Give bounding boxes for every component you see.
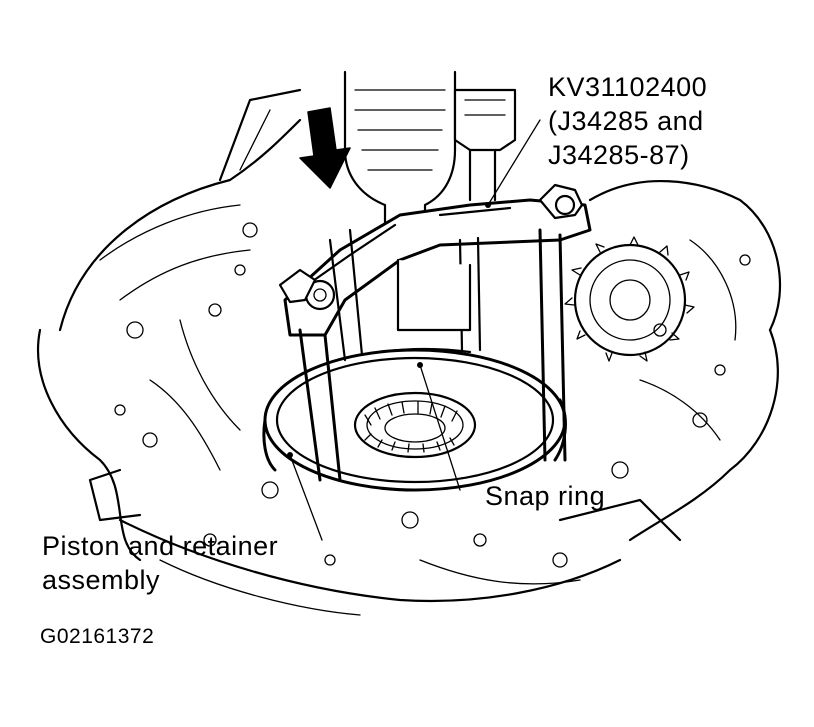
tool-number-line1: KV31102400 <box>548 72 708 102</box>
tool-number-line2: (J34285 and <box>548 106 704 136</box>
piston-retainer-label: Piston and retainer assembly <box>42 529 278 597</box>
piston-retainer-assembly-drawing <box>262 347 567 492</box>
side-gear <box>564 236 695 362</box>
down-arrow-icon <box>299 107 351 189</box>
piston-leader-line <box>289 454 323 541</box>
figure-id: G02161372 <box>40 625 155 648</box>
piston-retainer-line1: Piston and retainer <box>42 531 279 561</box>
piston-retainer-line2: assembly <box>42 565 161 595</box>
snap-ring-text: Snap ring <box>485 481 606 511</box>
leader-lines <box>287 119 541 541</box>
press-tool-crossbar <box>278 183 592 337</box>
tool-number-line3: J34285-87) <box>548 140 690 170</box>
transmission-housing <box>37 88 782 616</box>
snap-ring-label: Snap ring <box>485 479 605 513</box>
press-tool-shaft <box>343 70 517 227</box>
snap-ring-leader-line <box>419 364 461 491</box>
press-tool-legs <box>298 228 567 482</box>
tool-number-label: KV31102400 (J34285 and J34285-87) <box>548 70 707 172</box>
tool-leader-line <box>487 119 541 206</box>
